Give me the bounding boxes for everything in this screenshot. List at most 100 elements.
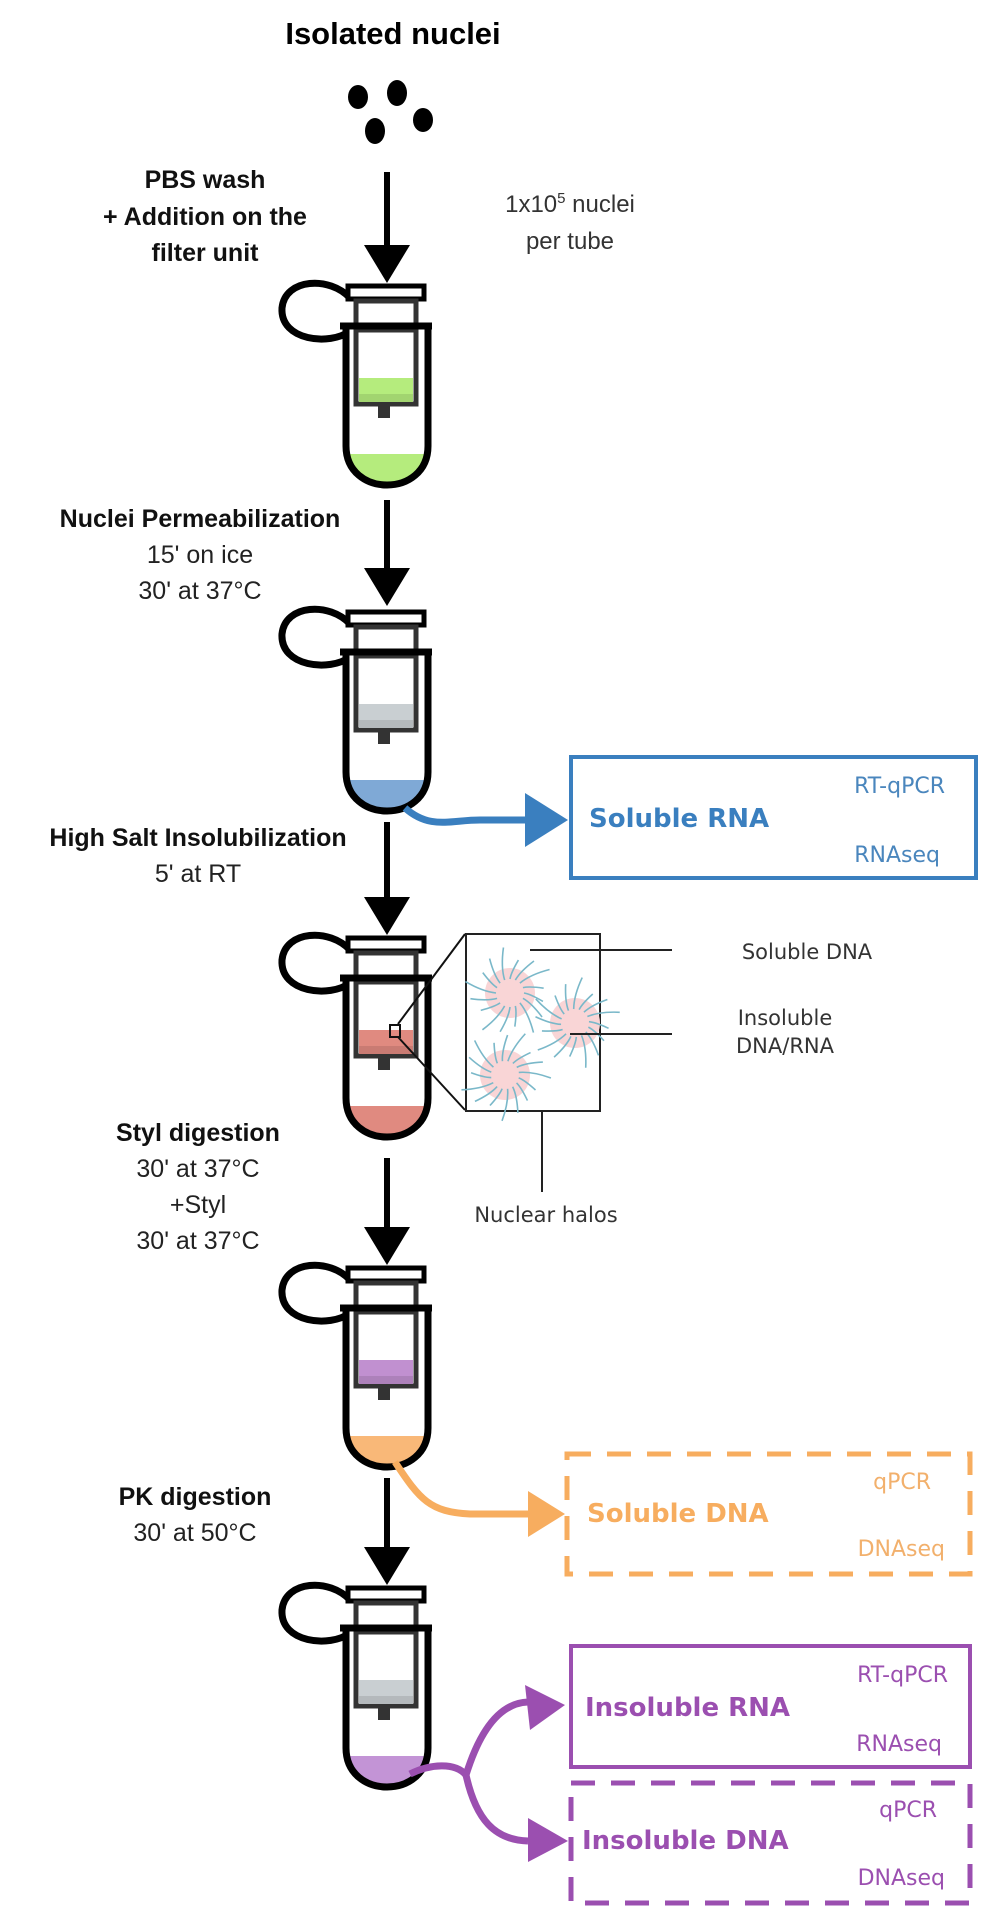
dna-strand [493,1042,499,1064]
step-label-pbs-wash: PBS wash + Addition on the filter unit [103,166,307,267]
soluble-rna-label: Soluble RNA [589,804,769,834]
arrow-head-icon [525,1685,565,1730]
dna-strand [522,986,544,989]
dna-strand [516,1061,543,1069]
filter-tip [378,1706,390,1720]
microtube-4 [278,1261,432,1471]
tube-cap-loop [278,931,353,995]
tube-cap [345,1585,427,1604]
dna-strand [470,1072,492,1079]
diagram-title: Isolated nuclei [285,16,500,51]
filter-liquid [359,1680,413,1704]
dna-strand [489,1088,503,1107]
tubes [278,279,432,1791]
dna-strand [511,1086,519,1113]
dna-strand [519,1002,535,1033]
output-flows [392,793,568,1862]
step-4-title: Styl digestion [116,1119,280,1147]
label-soluble-dna: Soluble DNA [742,940,873,964]
tube-cap [345,283,427,302]
zoom-region-marker [389,1024,401,1038]
step-3-detail-1: 5' at RT [155,860,241,888]
note-suffix: nuclei [566,191,635,218]
output-soluble-dna: Soluble DNA qPCR DNAseq [564,1451,973,1577]
tube-body [342,322,432,489]
dna-strand [587,1026,605,1042]
insoluble-rna-method-2: RNAseq [856,1732,942,1757]
nuclear-halos [461,947,620,1122]
step-4-detail-1: 30' at 37°C [136,1155,259,1183]
step-arrow-4 [364,1158,410,1265]
dna-strand [480,1002,501,1012]
label-insoluble-1: Insoluble [738,1006,833,1030]
arrow-head-icon [528,1491,565,1537]
step-label-pk-digestion: PK digestion 30' at 50°C [119,1483,272,1547]
dna-strand [482,972,498,989]
tube-body [342,648,432,815]
step-arrow-3 [364,822,410,935]
arrow-head-icon [364,245,410,283]
dna-strand [473,1040,494,1068]
filter-liquid [359,704,413,728]
dna-strand [587,1011,620,1018]
filter-liquid [359,1360,413,1384]
tube-body [342,1304,432,1471]
dna-strand [518,1071,552,1079]
dna-strand [522,997,543,1018]
soluble-dna-method-1: qPCR [873,1470,931,1495]
dna-strand [568,1036,578,1057]
step-2-detail-2: 30' at 37°C [138,577,261,605]
tube-cap-loop [278,279,353,343]
step-label-high-salt: High Salt Insolubilization 5' at RT [49,824,346,888]
dna-strand [501,947,506,981]
tube-cap [345,1265,427,1284]
flow-soluble-rna [402,793,568,847]
insoluble-dna-box [568,1780,973,1906]
insoluble-rna-method-1: RT-qPCR [857,1663,948,1688]
microtube-3 [278,931,432,1141]
step-arrow-5 [364,1478,410,1585]
label-nuclear-halos: Nuclear halos [474,1203,617,1227]
soluble-dna-method-2: DNAseq [858,1537,945,1562]
svg-text:1x105 nuclei: 1x105 nuclei [505,190,635,218]
dna-strand [501,1088,509,1122]
step-4-detail-3: 30' at 37°C [136,1227,259,1255]
dna-strand [461,1081,494,1091]
arrow-head-icon [364,1547,410,1585]
label-insoluble-2: DNA/RNA [736,1034,835,1058]
nuclear-halo [465,947,550,1033]
step-5-detail-1: 30' at 50°C [133,1519,256,1547]
step-1-line-3: filter unit [152,239,260,267]
tube-body [342,1624,432,1791]
step-5-title: PK digestion [119,1483,272,1511]
step-4-detail-2: +Styl [170,1191,226,1219]
dna-strand [509,959,520,980]
filter-liquid [359,1030,413,1054]
nuclei-dots-icon [348,80,433,144]
dna-strand [537,1033,567,1051]
dna-strand [572,977,583,1010]
tube-cap [345,935,427,954]
tube-cap [345,609,427,628]
output-insoluble-dna: Insoluble DNA qPCR DNAseq [568,1780,973,1906]
dna-strand [465,980,497,994]
dna-strand [514,1005,517,1027]
dna-strand [535,998,562,1020]
filter-liquid [359,378,413,402]
note-line-2: per tube [526,228,614,255]
step-label-permeabilization: Nuclei Permeabilization 15' on ice 30' a… [60,505,341,605]
soluble-rna-method-1: RT-qPCR [854,774,945,799]
microtube-1 [278,279,432,489]
dna-strand [535,1016,562,1026]
nuclear-halo [535,977,620,1068]
dna-strand [470,997,498,1001]
step-3-title: High Salt Insolubilization [49,824,346,852]
flow-soluble-dna [392,1460,565,1537]
soluble-dna-box [564,1451,973,1577]
microtube-2 [278,605,432,815]
dna-strand [512,1051,531,1065]
dna-strand [514,960,535,981]
arrow-head-icon [364,1227,410,1265]
dna-strand [481,1005,506,1031]
